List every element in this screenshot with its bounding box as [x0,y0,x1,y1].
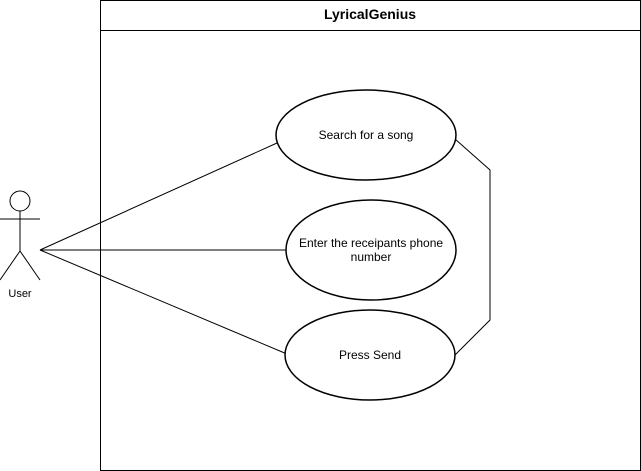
use-case-enter-phone-ellipse[interactable] [285,199,457,301]
association-search [39,142,278,251]
associations [39,142,288,355]
use-case-search[interactable]: Search for a song [275,89,457,181]
use-case-press-send[interactable]: Press Send [284,309,456,401]
use-case-enter-phone[interactable]: Enter the receipants phone number [285,199,457,301]
actor-label: User [8,288,32,300]
actor-user[interactable]: User [0,190,41,300]
use-case-search-ellipse[interactable] [275,89,457,181]
system-title: LyricalGenius [324,6,416,22]
use-case-search-label: Search for a song [319,128,414,142]
use-case-press-send-ellipse[interactable] [284,309,456,401]
actor-left-leg [0,250,21,281]
actor-head [9,190,31,212]
association-send [39,249,288,355]
use-case-enter-phone-label-line1: Enter the receipants phone [299,236,443,250]
actor-right-leg [19,250,41,281]
use-case-enter-phone-label-line2: number [351,250,392,264]
use-case-press-send-label: Press Send [339,348,401,362]
use-case-connector [454,138,491,356]
